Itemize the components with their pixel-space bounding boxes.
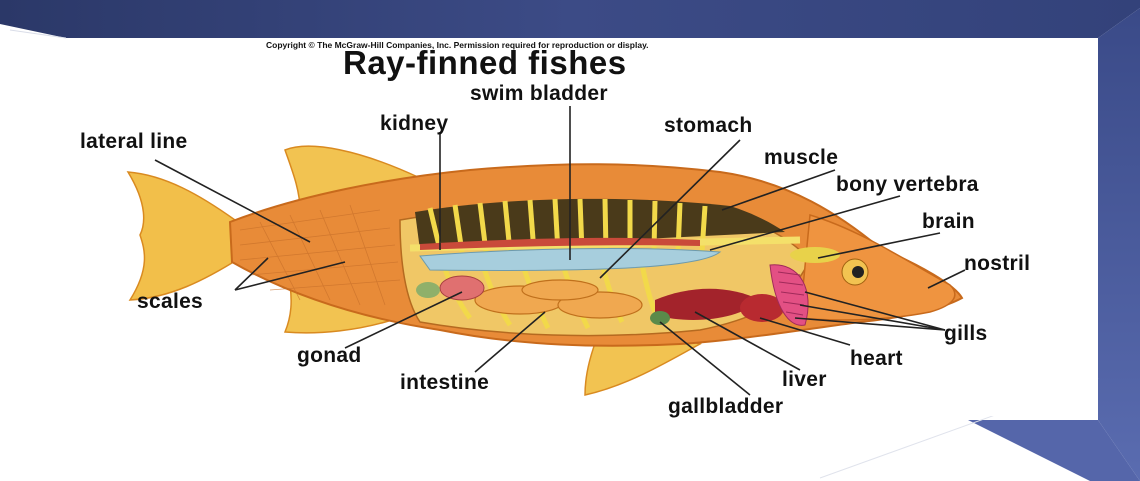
diagram-title: Ray-finned fishes bbox=[343, 44, 627, 82]
label-brain: brain bbox=[922, 210, 975, 234]
gonad-shape bbox=[440, 276, 484, 300]
green-organ bbox=[416, 282, 440, 298]
label-gills: gills bbox=[944, 322, 988, 346]
label-scales: scales bbox=[137, 290, 203, 314]
tail-fin bbox=[128, 172, 240, 300]
label-swim-bladder: swim bladder bbox=[470, 82, 608, 106]
label-lateral-line: lateral line bbox=[80, 130, 187, 154]
label-stomach: stomach bbox=[664, 114, 752, 138]
label-nostril: nostril bbox=[964, 252, 1030, 276]
label-heart: heart bbox=[850, 347, 903, 371]
label-bony-vertebra: bony vertebra bbox=[836, 173, 979, 197]
label-intestine: intestine bbox=[400, 371, 489, 395]
label-gonad: gonad bbox=[297, 344, 362, 368]
label-muscle: muscle bbox=[764, 146, 838, 170]
label-gallbladder: gallbladder bbox=[668, 395, 783, 419]
eye-pupil bbox=[852, 266, 864, 278]
label-liver: liver bbox=[782, 368, 827, 392]
label-kidney: kidney bbox=[380, 112, 448, 136]
